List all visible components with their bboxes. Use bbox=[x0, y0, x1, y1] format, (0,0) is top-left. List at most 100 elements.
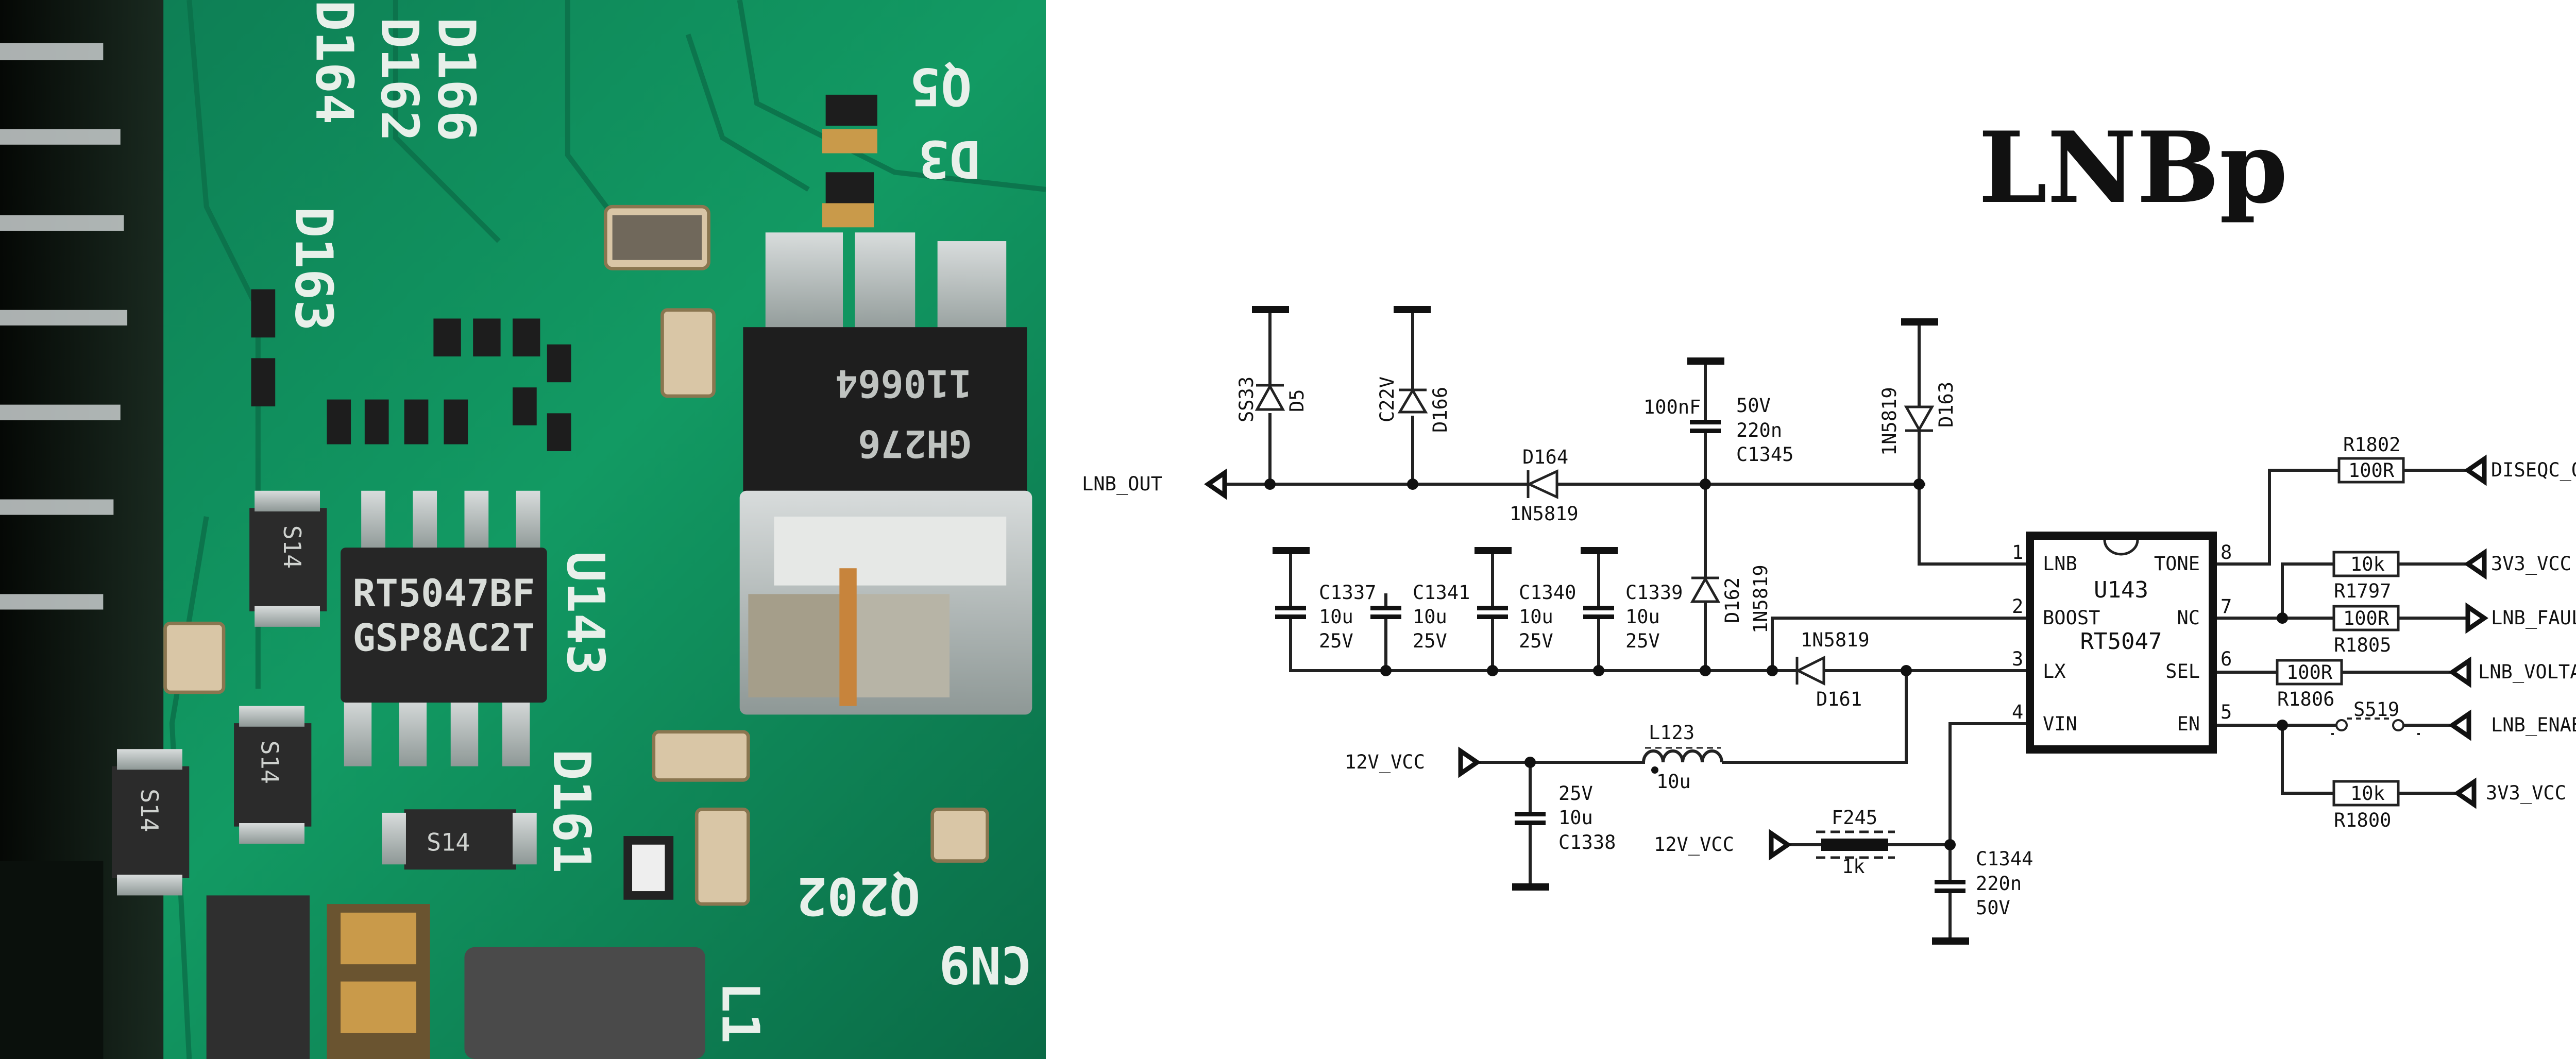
pin-name-tone: TONE bbox=[2154, 553, 2200, 575]
port-arrow-3v3-a bbox=[2464, 548, 2487, 580]
label-l123-val: 10u bbox=[1656, 771, 1691, 793]
label-c1338-ref: C1338 bbox=[1558, 831, 1616, 853]
label-r1805-val: 100R bbox=[2343, 607, 2389, 629]
silk-cn9: CN9 bbox=[939, 935, 1032, 995]
port-arrow-12v-b bbox=[1769, 829, 1792, 861]
pin-name-boost: BOOST bbox=[2043, 607, 2100, 629]
port-arrow-lnb-fault bbox=[2465, 602, 2488, 634]
label-r1800-val: 10k bbox=[2350, 782, 2385, 805]
label-s519-ref: S519 bbox=[2353, 698, 2399, 721]
silk-d3: D3 bbox=[919, 129, 981, 189]
port-arrow-lnb-voltage bbox=[2448, 656, 2471, 688]
power-bar-c1340 bbox=[1475, 547, 1512, 554]
pin-num-lnb: 1 bbox=[2012, 541, 2023, 563]
pin-num-vin: 4 bbox=[2012, 701, 2023, 723]
diode-mark-1: S14 bbox=[278, 525, 306, 569]
chip-marking-top: RT5047BF bbox=[352, 572, 535, 616]
power-bar-c1339 bbox=[1581, 547, 1618, 554]
power-bar-d5 bbox=[1252, 306, 1289, 313]
net-3v3-vcc-a: 3V3_VCC bbox=[2491, 553, 2571, 575]
port-arrow-diseqc-out bbox=[2464, 454, 2487, 486]
label-d161-val: 1N5819 bbox=[1801, 629, 1870, 651]
pin-num-en: 5 bbox=[2221, 701, 2232, 723]
label-c1340-val: 10u bbox=[1519, 606, 1553, 628]
label-r1802-val: 100R bbox=[2348, 459, 2395, 482]
label-c1345-v3: 220n bbox=[1736, 419, 1782, 441]
label-d161-ref: D161 bbox=[1816, 688, 1862, 710]
label-c1339-volt: 25V bbox=[1625, 630, 1660, 652]
label-c1341-val: 10u bbox=[1413, 606, 1447, 628]
label-l123-ref: L123 bbox=[1649, 722, 1694, 744]
pin-num-nc: 7 bbox=[2221, 595, 2232, 618]
label-c1345-ref: C1345 bbox=[1736, 443, 1793, 466]
label-r1805-ref: R1805 bbox=[2334, 634, 2391, 656]
label-r1806-ref: R1806 bbox=[2277, 688, 2334, 710]
silk-d163: D163 bbox=[283, 207, 344, 331]
resistor-r1806 bbox=[2276, 659, 2343, 686]
chip-part: RT5047 bbox=[2080, 628, 2162, 655]
label-c1338-volt: 25V bbox=[1558, 782, 1593, 805]
silk-d161: D161 bbox=[541, 749, 602, 874]
label-d5-ref: D5 bbox=[1286, 389, 1308, 412]
label-c1337-volt: 25V bbox=[1319, 630, 1353, 652]
silk-q5: Q5 bbox=[910, 57, 972, 117]
net-lnb-out: LNB_OUT bbox=[1082, 473, 1162, 496]
pin-num-boost: 2 bbox=[2012, 595, 2023, 618]
label-r1802-ref: R1802 bbox=[2343, 434, 2400, 456]
net-lnb-voltage: LNB_VOLTAGE bbox=[2478, 661, 2576, 684]
label-c1337-ref: C1337 bbox=[1319, 582, 1376, 604]
pin-name-lnb: LNB bbox=[2043, 553, 2077, 575]
label-r1797-ref: R1797 bbox=[2334, 580, 2391, 602]
port-arrow-lnb-enable bbox=[2448, 709, 2471, 741]
diode-mark-3: S14 bbox=[135, 789, 163, 832]
pin-name-vin: VIN bbox=[2043, 713, 2077, 735]
label-c1340-volt: 25V bbox=[1519, 630, 1553, 652]
label-r1806-val: 100R bbox=[2286, 661, 2333, 684]
pin-num-tone: 8 bbox=[2221, 541, 2232, 563]
silk-d166: D166 bbox=[426, 17, 486, 142]
label-r1797-val: 10k bbox=[2350, 553, 2385, 575]
port-arrow-lnb-out bbox=[1204, 468, 1227, 500]
pin-name-nc: NC bbox=[2177, 607, 2200, 629]
net-lnb-enable: LNB_ENABLE bbox=[2491, 714, 2576, 737]
pcb-photo: D166 D162 D164 D163 Q5 D3 U143 D161 Q202… bbox=[0, 0, 1046, 1059]
power-bar-d163 bbox=[1901, 318, 1938, 326]
label-d166-val: C22V bbox=[1376, 377, 1398, 422]
chip-u143 bbox=[2026, 532, 2217, 754]
label-c1339-ref: C1339 bbox=[1625, 582, 1683, 604]
diode-mark-4: S14 bbox=[427, 829, 470, 857]
port-arrow-3v3-b bbox=[2453, 777, 2477, 809]
pin-name-en: EN bbox=[2177, 713, 2200, 735]
power-bar-c1344 bbox=[1932, 937, 1969, 945]
inductor-mark-1: 110664 bbox=[835, 361, 972, 405]
net-12v-vcc-a: 12V_VCC bbox=[1345, 751, 1425, 774]
silk-l1: L1 bbox=[710, 982, 770, 1044]
label-f245-ref: F245 bbox=[1832, 807, 1877, 829]
resistor-r1805 bbox=[2332, 605, 2400, 631]
label-f245-val: 1k bbox=[1842, 856, 1865, 878]
label-c1345-v2: 50V bbox=[1736, 395, 1771, 417]
silk-d164: D164 bbox=[304, 0, 364, 125]
pin-name-sel: SEL bbox=[2165, 660, 2200, 682]
chip-marking-bottom: GSP8AC2T bbox=[352, 617, 535, 660]
resistor-r1802 bbox=[2337, 457, 2405, 484]
power-bar-d166 bbox=[1394, 306, 1431, 313]
power-bar-c1345 bbox=[1687, 357, 1724, 365]
label-c1345-v1: 100nF bbox=[1643, 396, 1701, 418]
pin-name-lx: LX bbox=[2043, 660, 2066, 682]
label-d163-val: 1N5819 bbox=[1878, 387, 1901, 456]
label-d164-ref: D164 bbox=[1522, 446, 1568, 468]
label-c1341-ref: C1341 bbox=[1413, 582, 1470, 604]
label-c1337-val: 10u bbox=[1319, 606, 1353, 628]
silk-u143: U143 bbox=[555, 551, 616, 676]
power-bar-c1337 bbox=[1273, 547, 1310, 554]
resistor-r1797 bbox=[2332, 551, 2400, 577]
chip-ref: U143 bbox=[2094, 577, 2148, 603]
label-c1339-val: 10u bbox=[1625, 606, 1660, 628]
label-c1344-ref: C1344 bbox=[1976, 848, 2033, 870]
silk-d162: D162 bbox=[369, 17, 430, 142]
label-d164-val: 1N5819 bbox=[1510, 503, 1579, 525]
pin-num-sel: 6 bbox=[2221, 648, 2232, 670]
label-c1338-val: 10u bbox=[1558, 807, 1593, 829]
